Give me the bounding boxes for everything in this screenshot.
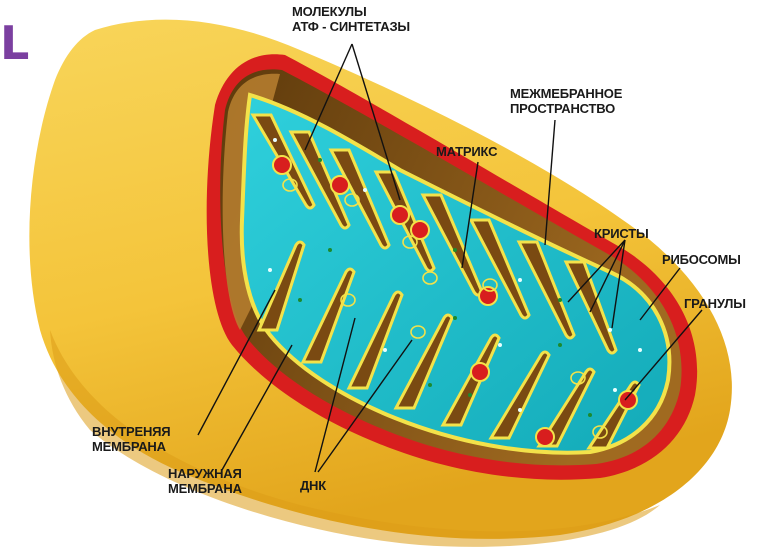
label-intermembrane-line2: ПРОСТРАНСТВО [510,101,622,116]
granule [536,428,554,446]
ribosome [453,316,457,320]
ribosome [298,298,302,302]
ribosome [468,393,472,397]
label-intermembrane-space: МЕЖМЕБРАННОЕ ПРОСТРАНСТВО [510,86,622,116]
ribosome [453,248,457,252]
ribosome [613,388,617,392]
ribosome [518,408,522,412]
label-intermembrane-line1: МЕЖМЕБРАННОЕ [510,86,622,101]
granule [391,206,409,224]
granule [331,176,349,194]
granule [273,156,291,174]
ribosome [498,343,502,347]
ribosome [558,298,562,302]
label-inner-membrane-line1: ВНУТРЕНЯЯ [92,424,170,439]
label-outer-membrane-line1: НАРУЖНАЯ [168,466,242,481]
label-atp-synthase: МОЛЕКУЛЫ АТФ - СИНТЕТАЗЫ [292,4,410,34]
ribosome [363,188,367,192]
ribosome [328,248,332,252]
label-atp-synthase-line1: МОЛЕКУЛЫ [292,4,410,19]
label-matrix: МАТРИКС [436,144,497,159]
label-inner-membrane: ВНУТРЕНЯЯ МЕМБРАНА [92,424,170,454]
label-atp-synthase-line2: АТФ - СИНТЕТАЗЫ [292,19,410,34]
granule [619,391,637,409]
label-dna: ДНК [300,478,326,493]
ribosome [518,278,522,282]
label-outer-membrane-line2: МЕМБРАНА [168,481,242,496]
ribosome [383,348,387,352]
label-ribosomes: РИБОСОМЫ [662,252,741,267]
label-outer-membrane: НАРУЖНАЯ МЕМБРАНА [168,466,242,496]
ribosome [318,158,322,162]
ribosome [428,383,432,387]
ribosome [268,268,272,272]
label-granules: ГРАНУЛЫ [684,296,746,311]
ribosome [558,343,562,347]
ribosome [273,138,277,142]
ribosome [638,348,642,352]
ribosome [608,328,612,332]
ribosome [588,413,592,417]
label-inner-membrane-line2: МЕМБРАНА [92,439,170,454]
label-cristae: КРИСТЫ [594,226,648,241]
granule [471,363,489,381]
